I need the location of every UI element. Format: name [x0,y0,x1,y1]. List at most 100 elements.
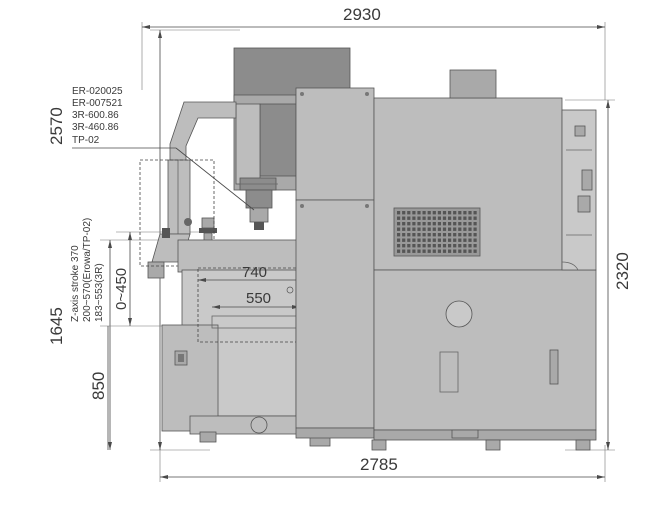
vent-slot [458,244,462,248]
vent-slot [402,249,406,253]
vent-slot [397,216,401,220]
vent-slot [427,244,431,248]
dim-850-label: 850 [89,372,108,400]
dim-overall-width-top: 2930 [141,5,606,100]
vent-slot [453,222,457,226]
vent-slot [453,238,457,242]
vent-slot [442,211,447,215]
dim-550-label: 550 [246,290,271,307]
vent-slot [453,244,457,248]
spindle-option-2: ER-007521 [72,98,123,109]
vent-slot [473,238,477,242]
vent-slot [397,211,401,215]
dim-2785-label: 2785 [360,455,398,474]
machine-base-left [161,239,331,447]
dim-overall-height-right: 2320 [565,99,632,451]
vent-slot [427,227,431,231]
central-cabinet [295,87,375,439]
vent-slot [442,216,447,220]
vent-slot [473,211,477,215]
vent-slot [402,216,406,220]
dim-2930-label: 2930 [343,5,381,24]
spindle-option-1: ER-020025 [72,86,123,97]
vent-slot [453,233,457,237]
vent-slot [417,233,421,237]
vent-slot [427,238,431,242]
vent-slot [437,227,441,231]
spindle-leader [72,147,255,211]
vent-slot [402,244,406,248]
vent-slot [407,227,411,231]
vent-slot [432,227,436,231]
z-axis-notes: Z-axis stroke 370 200~570(Erowa/TP-02) 1… [70,218,105,322]
vent-slot [473,249,477,253]
vent-slot [397,238,401,242]
spindle-option-5: TP-02 [72,135,100,146]
vent-slot [412,222,416,226]
vent-slot [468,233,472,237]
vent-slot [432,238,436,242]
vent-slot [468,238,472,242]
vent-slot [402,227,406,231]
vent-slot [412,238,416,242]
vent-slot [407,216,411,220]
vent-slot [463,211,467,215]
vent-slot [407,233,411,237]
vent-slot [437,244,441,248]
vent-slot [437,249,441,253]
vent-slot [437,216,441,220]
vent-slot [407,222,411,226]
vent-slot [442,222,447,226]
vent-slot [448,244,452,248]
vent-slot [427,222,431,226]
vent-slot [448,211,452,215]
vent-slot [463,249,467,253]
vent-slot [422,227,426,231]
dim-740-label: 740 [242,264,267,281]
vent-slot [448,233,452,237]
dim-0-450-label: 0~450 [113,268,130,310]
vent-slot [422,244,426,248]
vent-slot [412,233,416,237]
vent-slot [463,244,467,248]
vent-slot [422,216,426,220]
vent-slot [437,233,441,237]
vent-slot [442,238,447,242]
vent-slot [422,222,426,226]
vent-slot [453,249,457,253]
vent-slot [458,249,462,253]
vent-slot [412,216,416,220]
vent-slot [417,249,421,253]
vent-slot [458,238,462,242]
vent-slot [417,222,421,226]
vent-slot [427,216,431,220]
vent-slot [402,222,406,226]
vent-slot [422,233,426,237]
vent-slot [442,244,447,248]
vent-slot [402,233,406,237]
vent-slot [417,216,421,220]
vent-slot [422,211,426,215]
spindle-options-list: ER-020025 ER-007521 3R-600.86 3R-460.86 … [72,86,123,146]
spindle-option-4: 3R-460.86 [72,122,119,133]
vent-slot [458,211,462,215]
vent-slot [453,211,457,215]
dashed-envelope [139,159,215,267]
dim-2570-label: 2570 [47,107,66,145]
vent-slot [473,233,477,237]
vent-slot [468,211,472,215]
vent-slot [412,244,416,248]
vent-slot [407,238,411,242]
vent-slot [437,211,441,215]
vent-slot [432,211,436,215]
vent-slot [407,249,411,253]
vent-slot [402,238,406,242]
vent-slot [417,211,421,215]
vent-slot [442,249,447,253]
vent-slot [397,233,401,237]
vent-slot [463,227,467,231]
vent-slot [448,238,452,242]
side-equipment [561,109,597,271]
